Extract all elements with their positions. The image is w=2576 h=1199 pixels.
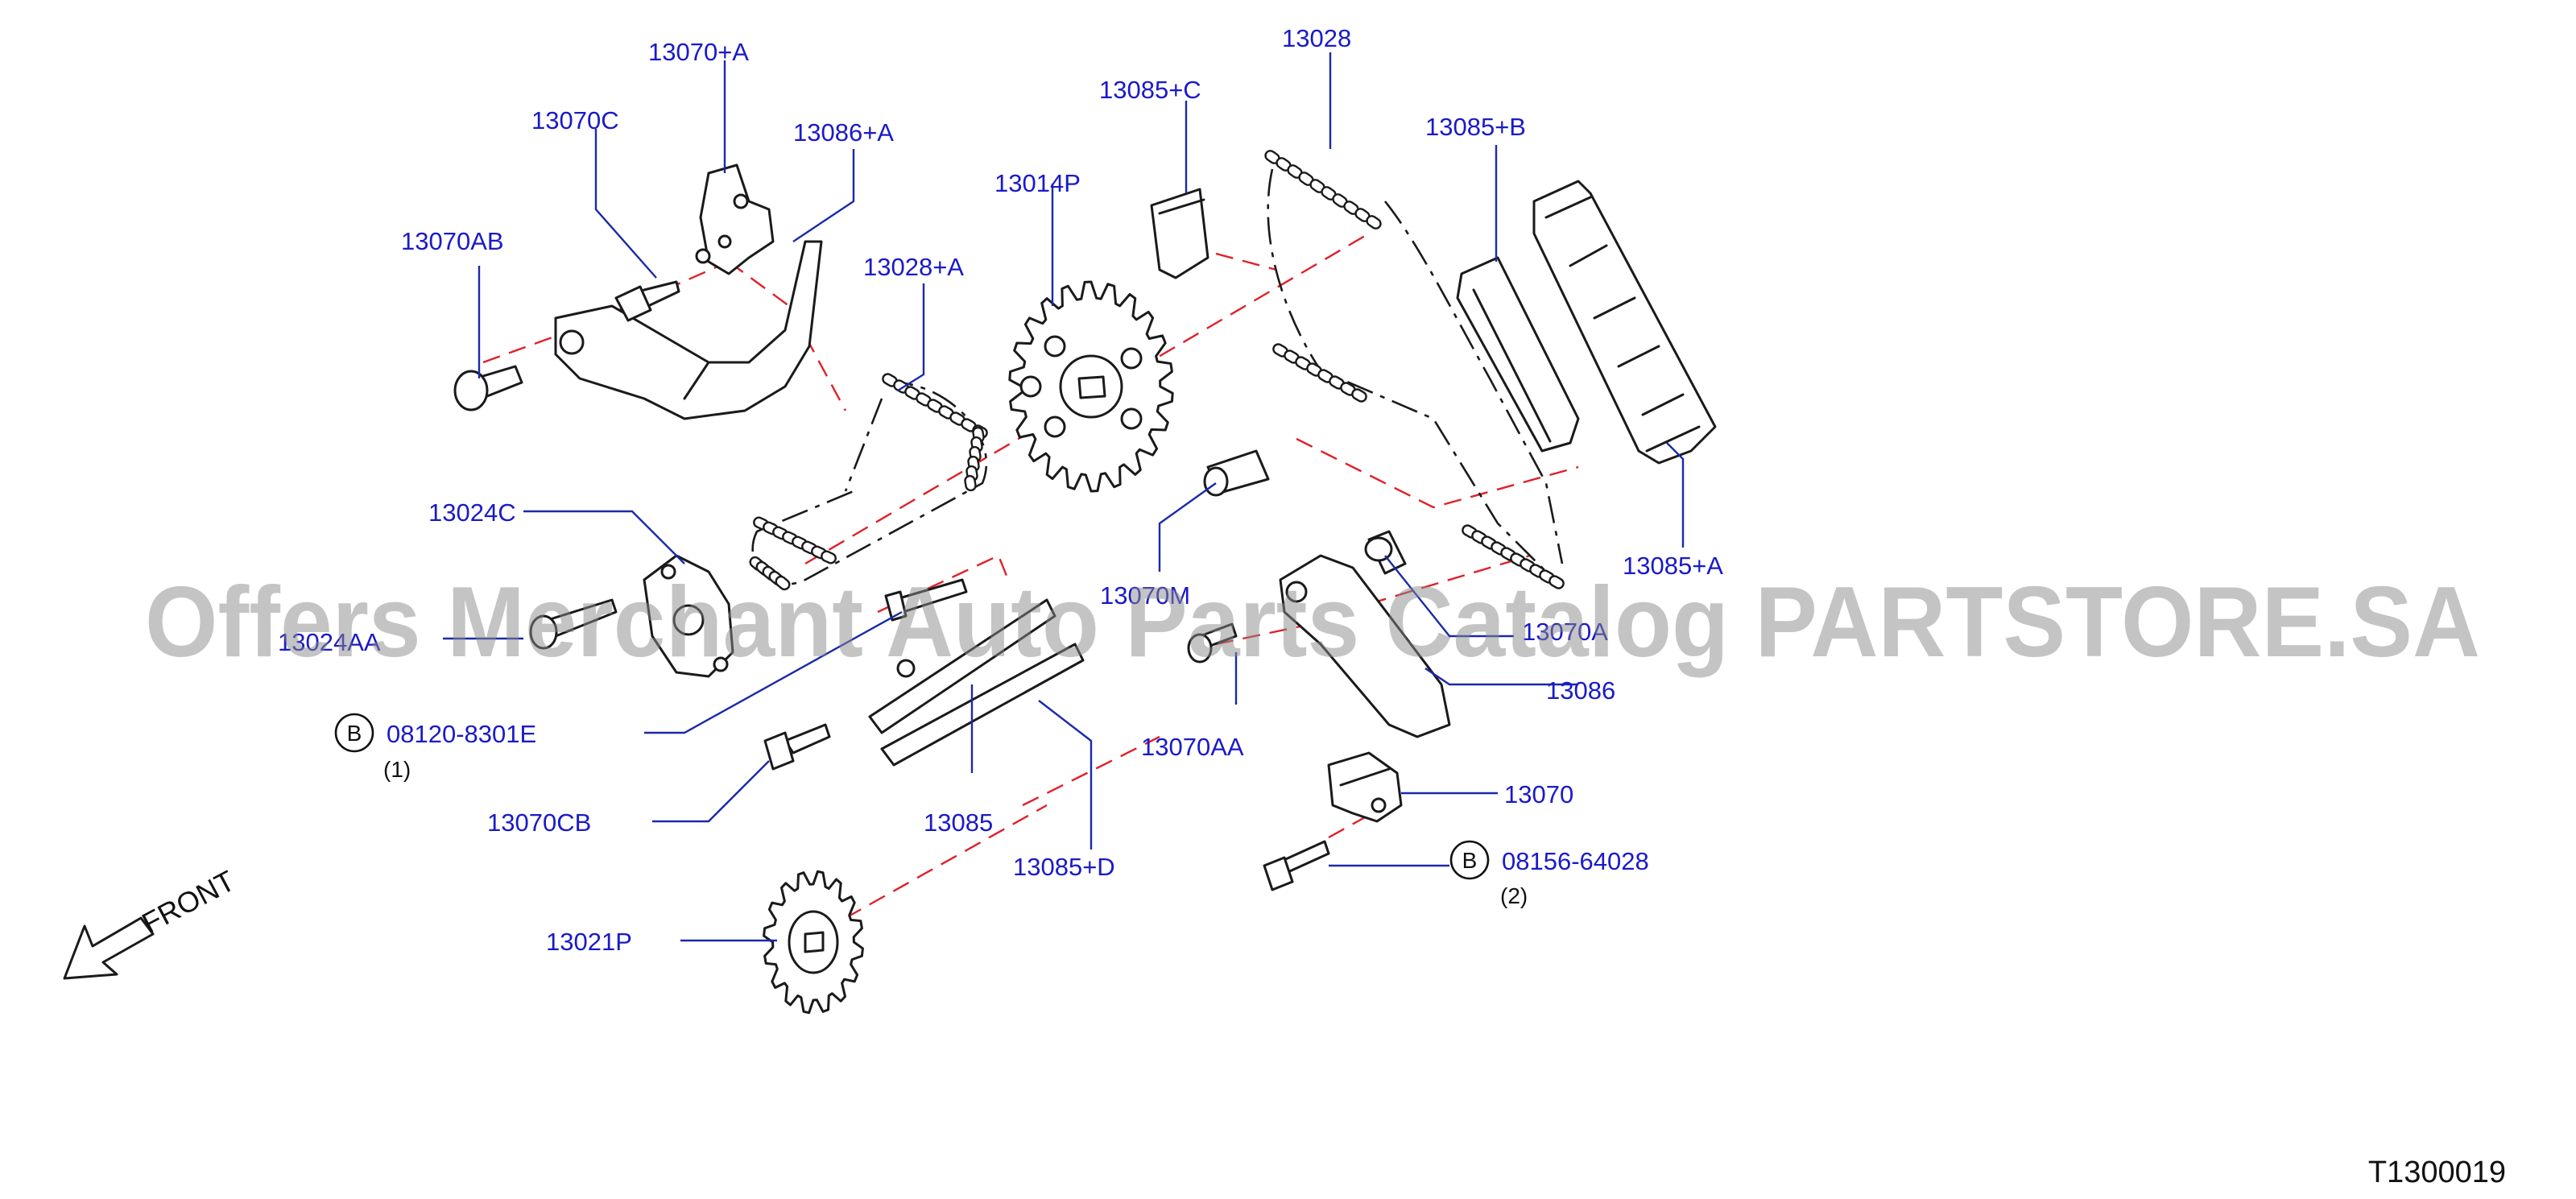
label-13085c: 13085+C [1099,76,1201,104]
bolt-marker-label: B [1462,848,1478,873]
bolt-13070cb [763,723,831,771]
label-13070cb: 13070CB [487,808,591,837]
bolt-13070a [1364,530,1407,575]
bolt-marker-08156: B [1449,840,1490,880]
tensioner-13070 [1327,751,1403,823]
chain-link [821,550,837,564]
bolt-13024aa [529,598,618,650]
label-13028a: 13028+A [863,253,964,281]
label-13085b: 13085+B [1425,113,1526,141]
bolt-08156-64028 [1263,840,1330,891]
front-label: FRONT [137,864,241,940]
label-13070c: 13070C [531,106,619,134]
chain-link [1366,215,1382,229]
label-13021p: 13021P [546,928,632,956]
guide-plate-13024c [643,554,734,678]
label-13024aa: 13024AA [278,628,381,656]
chain-guide-13085 [868,598,1085,767]
reference-code: T1300019 [2368,1156,2506,1189]
label-08156-64028: 08156-64028 [1502,847,1649,875]
label-13070a: 13070A [1522,618,1608,646]
chain-guide-13086a [554,240,823,420]
label-13028: 13028 [1282,24,1351,52]
leader-lines [443,52,1685,942]
pin-13070ab [453,365,523,411]
guide-block-13085c [1150,188,1209,279]
label-13024c: 13024C [428,498,516,527]
label-13086a: 13086+A [793,118,894,147]
bolt-marker-label: B [347,721,362,746]
label-13070aa: 13070AA [1141,733,1244,761]
chain-guide-13085b [1456,256,1580,453]
part-labels: 13070+A 13070C 13086+A 13070AB 13028+A 1… [278,24,1723,956]
label-13085a: 13085+A [1623,552,1723,580]
pin-13070m [1203,449,1270,497]
camshaft-sprocket-13014p [1008,280,1174,493]
label-13085: 13085 [924,808,993,837]
label-13070: 13070 [1504,780,1573,808]
label-08120-8301e: 08120-8301E [387,720,536,748]
qty-08120: (1) [383,757,411,782]
bolt-marker-08120: B [334,713,374,753]
label-13070ab: 13070AB [401,227,504,255]
primary-chain-13028 [1264,150,1565,589]
chain-link [1351,388,1367,403]
crank-sprocket-13021p [763,870,864,1015]
tensioner-arm-13086 [1279,554,1451,738]
label-13070m: 13070M [1100,581,1190,610]
bolt-13070c [614,280,680,322]
chain-link [964,474,977,492]
chain-link [1548,575,1565,589]
label-13086: 13086 [1546,676,1615,705]
label-13014p: 13014P [994,169,1081,197]
front-arrow-icon [63,916,155,980]
watermark: Offers Merchant Auto Parts Catalog PARTS… [145,567,2480,678]
chain-link [775,575,791,591]
bolt-13070aa [1187,622,1238,664]
qty-08156: (2) [1500,883,1528,908]
secondary-chain-13028a [749,373,988,591]
chain-guide-13085a [1532,180,1717,465]
label-13085d: 13085+D [1013,853,1115,881]
label-13070a-top: 13070+A [648,38,749,66]
tensioner-13070a-top [695,163,775,275]
